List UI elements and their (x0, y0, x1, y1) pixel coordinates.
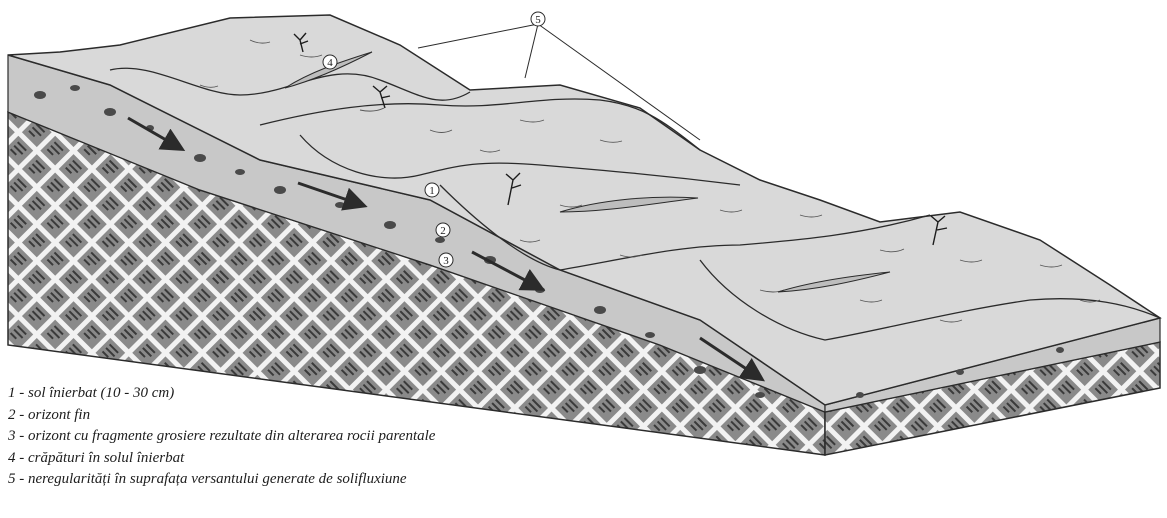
pebble-icon (274, 186, 286, 194)
pebble-icon (34, 91, 46, 99)
pebble-icon (70, 85, 80, 91)
pebble-icon (104, 108, 116, 116)
pebble-icon (335, 202, 345, 208)
legend-item-5: 5 - neregularități în suprafața versantu… (8, 469, 435, 491)
legend: 1 - sol înierbat (10 - 30 cm) 2 - orizon… (8, 383, 435, 491)
pebble-icon (694, 366, 706, 374)
pebble-icon (755, 392, 765, 398)
marker-3: 3 (443, 255, 449, 267)
pebble-icon (956, 369, 964, 375)
pebble-icon (435, 237, 445, 243)
pebble-icon (235, 169, 245, 175)
marker-2: 2 (440, 225, 446, 237)
legend-item-4: 4 - crăpături în solul înierbat (8, 448, 435, 470)
pebble-icon (594, 306, 606, 314)
marker-1: 1 (429, 185, 435, 197)
pebble-icon (194, 154, 206, 162)
marker-5: 5 (535, 14, 541, 26)
pebble-icon (1056, 347, 1064, 353)
pebble-icon (645, 332, 655, 338)
marker-4: 4 (327, 57, 333, 69)
pebble-icon (856, 392, 864, 398)
pebble-icon (384, 221, 396, 229)
legend-item-1: 1 - sol înierbat (10 - 30 cm) (8, 383, 435, 405)
legend-item-2: 2 - orizont fin (8, 405, 435, 427)
legend-item-3: 3 - orizont cu fragmente grosiere rezult… (8, 426, 435, 448)
